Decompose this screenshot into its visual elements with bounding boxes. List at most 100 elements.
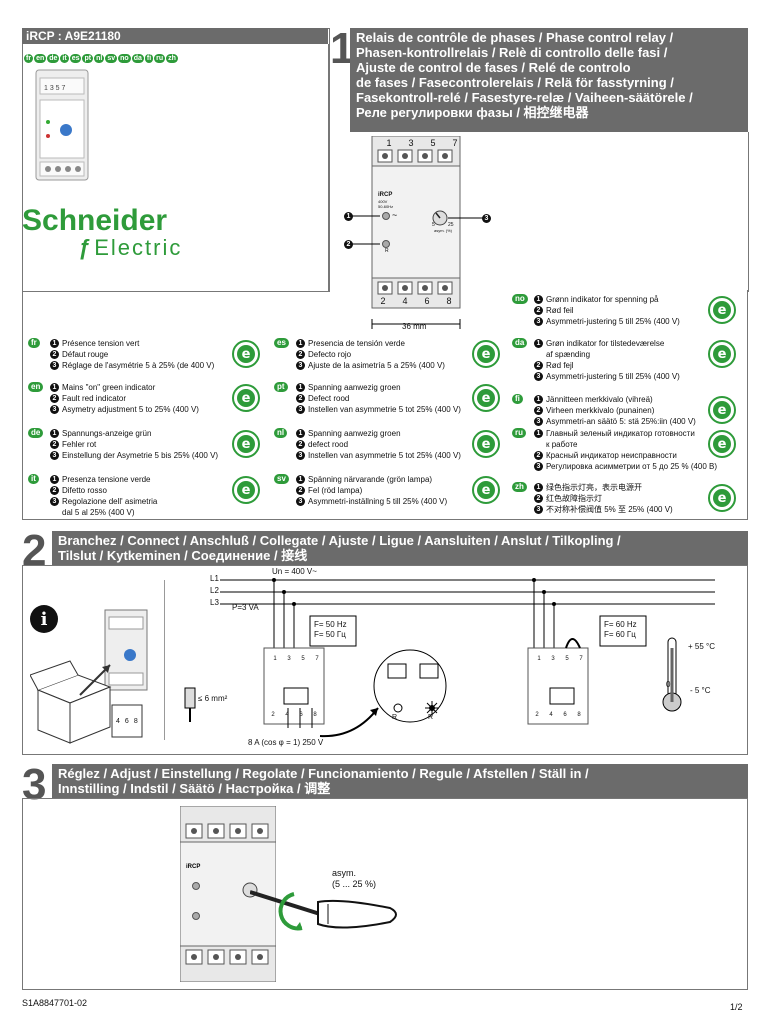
eco-label-icon: e [232,340,260,368]
title-line: Innstilling / Indstil / Säätö / Настройк… [58,781,331,796]
info-icon: i [30,605,58,633]
freq50-gc: F= 50 Гц [314,630,346,639]
line-l3: L3 [210,598,219,607]
language-pill-da: da [131,54,144,63]
eco-label-icon: e [708,340,736,368]
relay-term: 8 [133,718,143,725]
item-text: Asymmetri-justering 5 till 25% (400 V) [546,317,680,326]
item-number-icon: 2 [296,394,305,404]
relay-term: 6 [124,718,134,725]
device-label: iRCP [378,192,393,198]
item-text: Grønn indikator for spenning på [546,295,659,304]
screwdriver-illustration [249,880,410,940]
item-number-icon: 1 [534,395,543,405]
wiring-diagram [170,568,730,754]
eco-label-icon: e [472,430,500,458]
item-text: 红色故障指示灯 [546,494,602,503]
item-text: dal 5 al 25% (400 V) [62,508,135,517]
item-text: Fel (röd lampa) [308,486,363,495]
item-number-icon: 1 [50,383,59,393]
title-line: Phasen-kontrollrelais / Relè di controll… [356,45,668,60]
item-number-icon: 1 [534,429,543,439]
language-pill-nl: nl [94,54,105,63]
eco-label-icon: e [708,296,736,324]
item-number-icon: 1 [50,339,59,349]
section2-title: Branchez / Connect / Anschluß / Collegat… [52,531,748,565]
product-photo: 1 3 5 7 [28,60,98,190]
language-code-badge: nl [274,428,288,438]
item-number-icon: 3 [50,405,59,415]
product-title-bar: iRCP : A9E21180 [22,28,328,44]
item-text: Einstellung der Asymetrie 5 bis 25% (400… [62,451,219,460]
language-item: af spænding [534,349,680,360]
item-number-icon: 2 [534,406,543,416]
terminal-label: 1 [537,656,541,662]
svg-text:1 3 5 7: 1 3 5 7 [44,85,66,92]
terminal-label: 3 [287,656,291,662]
item-text: Ajuste de la asimetría 5 a 25% (400 V) [308,361,445,370]
schneider-logo: Schneider ƒ Electric [22,205,212,265]
item-text: Asymetry adjustment 5 to 25% (400 V) [62,405,199,414]
eco-label-icon: e [472,476,500,504]
language-code-badge: da [512,338,528,348]
language-code-badge: fr [28,338,40,348]
item-text: Virheen merkkivalo (punainen) [546,406,655,415]
item-text: Красный индикатор неисправности [546,451,677,460]
item-text: Rød feil [546,306,574,315]
led1-symbol: ~ [392,210,398,220]
terminal-label: 8 [446,296,452,306]
eco-letter: e [237,435,255,453]
item-text: Instellen van asymmetrie 5 tot 25% (400 … [308,405,461,414]
eco-letter: e [477,481,495,499]
terminal-label: 1 [386,138,392,148]
page-number: 1/2 [730,1002,743,1012]
terminal-label: 8 [577,712,581,718]
terminal-label: 4 [285,712,289,718]
item-text: Jännitteen merkkivalo (vihreä) [546,395,653,404]
item-number-icon: 1 [296,339,305,349]
language-code-badge: no [512,294,528,304]
device-width-label: 36 mm [402,322,427,331]
item-number-icon: 3 [534,505,543,515]
terminal-label: 3 [408,138,414,148]
language-pill-fr: fr [24,54,34,63]
item-number-icon: 1 [534,295,543,305]
terminal-label: 1 [273,656,277,662]
freq60-label: F= 60 Hz F= 60 Гц [604,620,637,640]
section3-number: 3 [22,760,47,809]
item-number-icon: 1 [50,475,59,485]
terminal-label: 7 [452,138,458,148]
item-number-icon: 3 [296,451,305,461]
section3-frame [22,798,748,990]
language-code-badge: it [28,474,39,484]
language-pill-no: no [118,54,131,63]
language-pill-de: de [47,54,60,63]
item-number-icon: 3 [50,451,59,461]
language-code-badge: zh [512,482,527,492]
item-text: Instellen van asymmetrie 5 tot 25% (400 … [308,451,461,460]
item-number-icon: 2 [296,440,305,450]
item-text: af spænding [546,350,591,359]
item-number-icon: 1 [534,483,543,493]
eco-letter: e [713,401,731,419]
section2-number: 2 [22,526,47,575]
section2-frame [22,565,748,755]
terminal-label: 6 [299,712,303,718]
eco-label-icon: e [708,396,736,424]
info-letter: i [40,608,48,630]
device-frequency: 50-60Hz [378,204,394,209]
